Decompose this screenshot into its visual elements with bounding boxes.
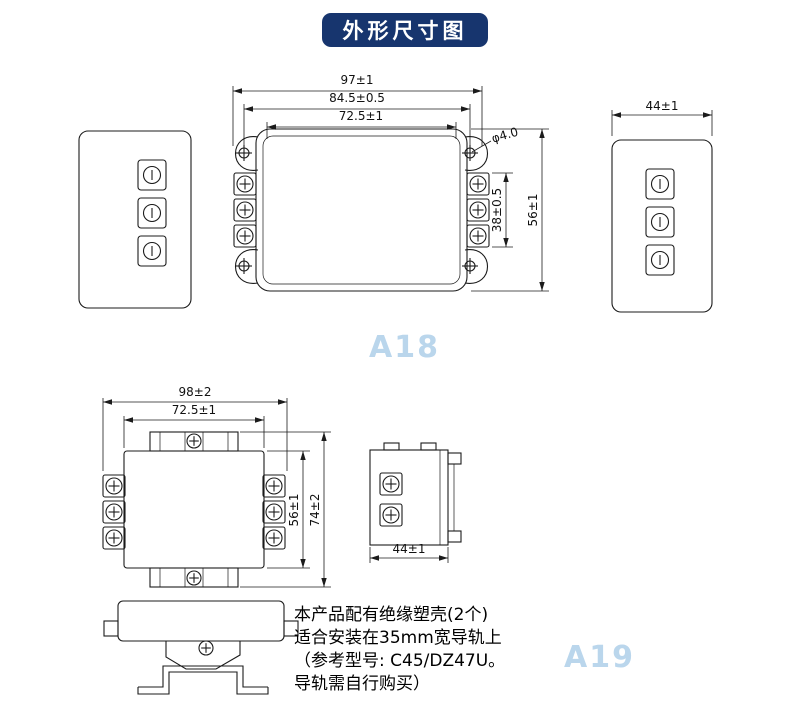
rail-clip-hook xyxy=(447,530,462,543)
dim-a18-depth: 44±1 xyxy=(646,99,679,113)
bracket-screw-icon xyxy=(186,433,202,449)
page-title-badge: 外形尺寸图 xyxy=(322,13,488,47)
mounting-ear xyxy=(464,136,488,171)
a18-dimensions: 97±1 84.5±0.5 72.5±1 φ4.0 38±0.5 56±1 44… xyxy=(232,73,713,292)
terminal-screw-icon xyxy=(645,168,675,200)
terminal-screw-icon xyxy=(102,474,126,498)
mounting-ear xyxy=(464,249,488,284)
dim-a19-depth: 44±1 xyxy=(393,542,426,556)
model-watermark-a19: A19 xyxy=(564,640,635,675)
a19-side-view xyxy=(369,442,462,546)
note-line-1: 本产品配有绝缘塑壳(2个) xyxy=(294,605,489,625)
leader-line xyxy=(471,140,492,153)
bracket-screw-icon xyxy=(186,570,202,586)
terminal-screw-icon xyxy=(379,503,403,527)
body-outline xyxy=(255,128,468,292)
terminal-screw-icon xyxy=(262,526,286,550)
a19-front-view xyxy=(102,431,286,588)
terminal-screw-icon xyxy=(233,172,257,196)
rail-latch xyxy=(165,641,241,670)
din-rail-profile xyxy=(138,665,268,688)
body-inner-outline xyxy=(262,135,461,285)
terminal-screw-icon xyxy=(466,172,490,196)
terminal-screw-icon xyxy=(466,224,490,248)
terminal-screw-icon xyxy=(137,159,167,191)
terminal-screw-icon xyxy=(102,526,126,550)
terminal-screw-icon xyxy=(645,244,675,276)
body-outline xyxy=(369,449,449,546)
model-watermark-a18: A18 xyxy=(369,330,440,365)
terminal-screw-icon xyxy=(379,472,403,496)
dim-a18-width-overall: 97±1 xyxy=(341,73,374,87)
side-tab xyxy=(283,620,299,637)
terminal-screw-icon xyxy=(262,474,286,498)
dim-a19-height-body: 56±1 xyxy=(287,494,301,527)
a18-left-view xyxy=(78,130,192,309)
dim-a18-width-inner: 72.5±1 xyxy=(339,109,383,123)
a19-din-rail-view xyxy=(103,600,299,695)
mounting-tab xyxy=(420,442,437,451)
mounting-tab xyxy=(383,442,400,451)
terminal-screw-icon xyxy=(137,197,167,229)
mounting-ear xyxy=(235,249,259,284)
mounting-hole-icon xyxy=(235,257,253,275)
body-outline xyxy=(117,600,285,642)
terminal-screw-icon xyxy=(233,224,257,248)
dim-a18-width-mounting: 84.5±0.5 xyxy=(329,91,385,105)
note-line-3: （参考型号: C45/DZ47U。 xyxy=(294,651,506,671)
mounting-hole-icon xyxy=(461,257,479,275)
body-outline xyxy=(78,130,192,309)
terminal-screw-icon xyxy=(466,198,490,222)
rail-clip-hook xyxy=(447,452,462,465)
dim-a19-width-overall: 98±2 xyxy=(179,385,212,399)
a18-right-view xyxy=(611,139,713,313)
side-tab xyxy=(103,620,119,637)
terminal-screw-icon xyxy=(233,198,257,222)
a19-dimensions: 98±2 72.5±1 56±1 74±2 44±1 xyxy=(102,385,449,588)
installation-note: 本产品配有绝缘塑壳(2个) 适合安装在35mm宽导轨上 （参考型号: C45/D… xyxy=(294,604,516,696)
screw-housing xyxy=(184,431,204,452)
dim-a19-height-overall: 74±2 xyxy=(308,494,322,527)
page-title: 外形尺寸图 xyxy=(342,19,468,43)
body-outline xyxy=(123,450,265,569)
dim-a18-hole-diameter: φ4.0 xyxy=(490,125,520,146)
mounting-ear xyxy=(235,136,259,171)
body-outline xyxy=(611,139,713,313)
note-line-4: 导轨需自行购买） xyxy=(294,674,430,694)
a18-top-view xyxy=(233,128,490,292)
terminal-screw-icon xyxy=(262,500,286,524)
terminal-screw-icon xyxy=(137,235,167,267)
screw-housing xyxy=(184,567,204,588)
latch-screw-icon xyxy=(198,640,214,656)
dim-a18-height-terminals: 38±0.5 xyxy=(490,188,504,232)
din-rail-profile xyxy=(137,671,269,695)
dim-a19-width-body: 72.5±1 xyxy=(172,403,216,417)
dim-a18-height-overall: 56±1 xyxy=(526,194,540,227)
terminal-screw-icon xyxy=(645,206,675,238)
terminal-screw-icon xyxy=(102,500,126,524)
note-line-2: 适合安装在35mm宽导轨上 xyxy=(294,628,502,648)
